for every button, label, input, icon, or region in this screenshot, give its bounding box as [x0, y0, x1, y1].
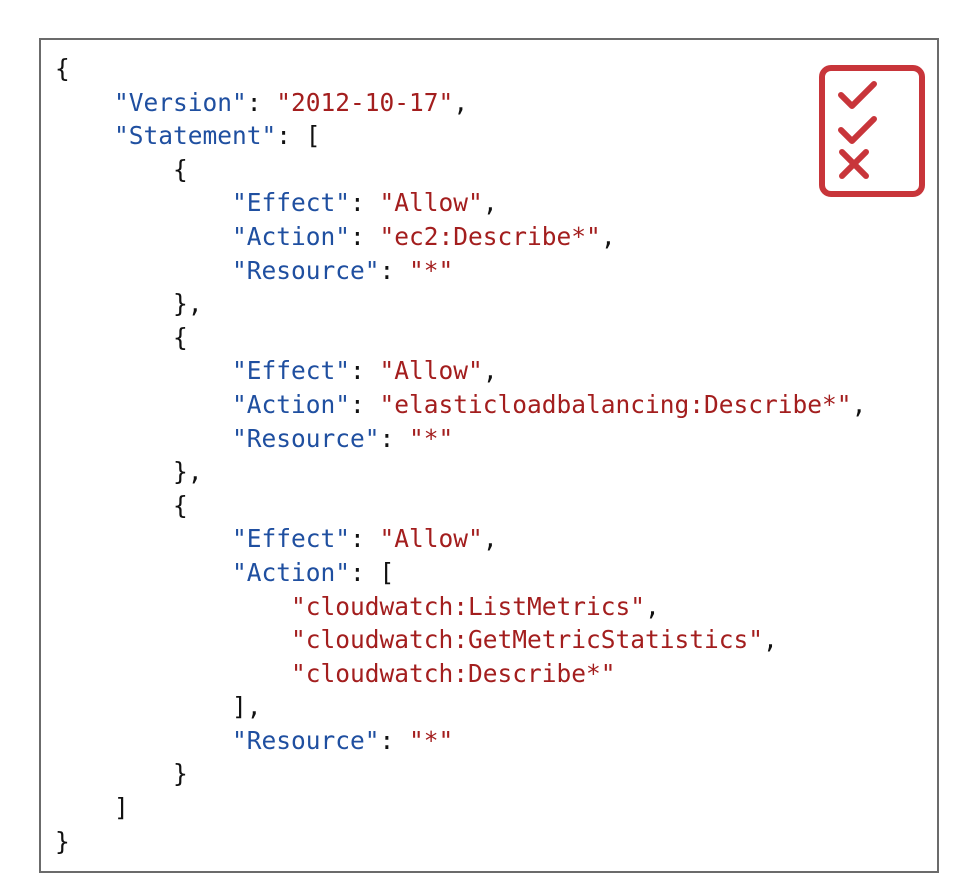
code-line: "Resource": "*": [232, 255, 454, 285]
json-string: "Allow": [379, 188, 483, 218]
json-key: "Statement": [114, 121, 277, 151]
cross-mark-icon: [839, 149, 869, 179]
code-line: ],: [232, 692, 262, 722]
code-line: {: [173, 490, 188, 520]
code-line: {: [55, 54, 70, 83]
json-string: "cloudwatch:GetMetricStatistics": [291, 625, 764, 655]
json-string: "Allow": [379, 524, 483, 554]
code-line: "cloudwatch:ListMetrics",: [291, 591, 660, 621]
code-line: },: [173, 457, 203, 487]
code-line: "Effect": "Allow",: [232, 524, 498, 554]
json-string: "ec2:Describe*": [379, 221, 601, 251]
check-mark-icon: [838, 81, 877, 109]
policy-document-frame: { "Version": "2012-10-17", "Statement": …: [39, 38, 939, 873]
code-line: }: [55, 826, 70, 856]
json-key: "Action": [232, 557, 351, 587]
code-line: },: [173, 289, 203, 319]
code-line: "Resource": "*": [232, 423, 454, 453]
json-string: "elasticloadbalancing:Describe*": [379, 389, 852, 419]
code-line: "Effect": "Allow",: [232, 188, 498, 218]
json-key: "Resource": [232, 255, 380, 285]
code-line: "Version": "2012-10-17",: [114, 87, 469, 117]
json-key: "Action": [232, 389, 351, 419]
checklist-frame: [819, 65, 925, 197]
code-line: "Effect": "Allow",: [232, 356, 498, 386]
json-key: "Effect": [232, 188, 351, 218]
code-line: "Action": [: [232, 557, 395, 587]
checklist-icon: [819, 65, 925, 197]
code-line: "Action": "elasticloadbalancing:Describe…: [232, 389, 867, 419]
code-line: {: [173, 154, 188, 184]
iam-policy-json: { "Version": "2012-10-17", "Statement": …: [55, 52, 866, 858]
json-string: "cloudwatch:ListMetrics": [291, 591, 646, 621]
json-string: "*": [409, 725, 454, 755]
code-line: {: [173, 322, 188, 352]
code-line: "Statement": [: [114, 121, 321, 151]
json-string: "cloudwatch:Describe*": [291, 658, 616, 688]
json-key: "Resource": [232, 423, 380, 453]
code-line: }: [173, 759, 188, 789]
json-key: "Resource": [232, 725, 380, 755]
code-line: "Resource": "*": [232, 725, 454, 755]
json-string: "*": [409, 423, 454, 453]
json-key: "Effect": [232, 356, 351, 386]
json-key: "Action": [232, 221, 351, 251]
code-line: "Action": "ec2:Describe*",: [232, 221, 616, 251]
code-line: ]: [114, 793, 129, 823]
code-line: "cloudwatch:GetMetricStatistics",: [291, 625, 778, 655]
json-string: "Allow": [379, 356, 483, 386]
code-line: "cloudwatch:Describe*": [55, 657, 866, 691]
json-string: "2012-10-17": [276, 87, 454, 117]
json-key: "Effect": [232, 524, 351, 554]
json-string: "*": [409, 255, 454, 285]
json-key: "Version": [114, 87, 247, 117]
check-mark-icon: [838, 116, 877, 144]
